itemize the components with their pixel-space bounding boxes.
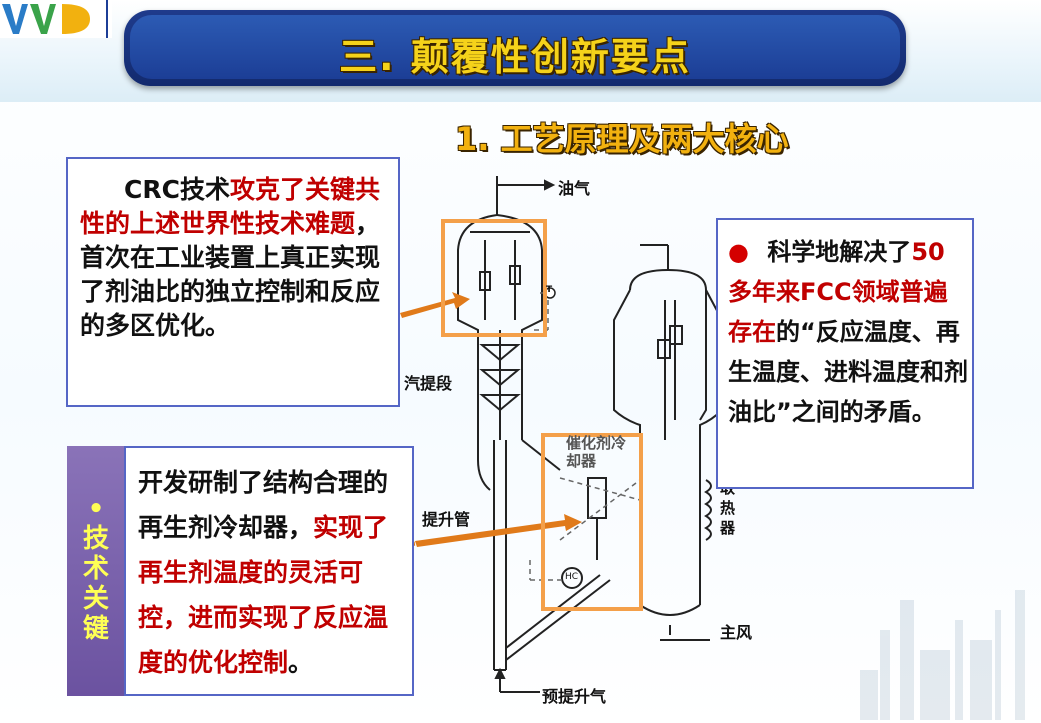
key-tech-label: •技术关键 [67, 446, 125, 696]
title-banner: 三. 颠覆性创新要点 [124, 10, 906, 86]
label-main-air: 主风 [720, 623, 753, 642]
crc-text-2: 攻克了关键共性的上述世界性技术难题 [80, 175, 380, 238]
label-riser: 提升管 [422, 510, 471, 529]
contradiction-text-1: 科学地解决了 [767, 238, 912, 266]
company-logo [0, 0, 112, 38]
key-text-2: 实现了再生剂温度的灵活可控，进而实现了反应温度的优化控制 [138, 513, 389, 677]
label-tc: T [546, 285, 553, 295]
label-stripper: 汽提段 [404, 374, 453, 393]
label-pre-lift-gas: 预提升气 [542, 687, 607, 706]
key-tech-box: 开发研制了结构合理的再生剂冷却器，实现了再生剂温度的灵活可控，进而实现了反应温度… [124, 446, 414, 696]
page-title: 三. 颠覆性创新要点 [339, 35, 691, 79]
label-oil-gas: 油气 [558, 179, 591, 198]
contradiction-text-3: 的“反应温度、再生温度、进料温度和剂油比”之间的矛盾。 [728, 318, 968, 426]
contradiction-box: ● 科学地解决了50多年来FCC领域普遍存在的“反应温度、再生温度、进料温度和剂… [716, 218, 974, 489]
label-hc: HC [565, 572, 579, 582]
bullet-icon: ● [728, 238, 749, 266]
contradiction-text-2: 50多年来FCC领域普遍存在 [728, 238, 948, 346]
label-catalyst-cooler: 催化剂冷却器 [566, 434, 627, 470]
section-subtitle: 1. 工艺原理及两大核心 [455, 120, 789, 158]
crc-text-3: ，首次在工业装置上真正实现了剂油比的独立控制和反应的多区优化。 [80, 209, 381, 340]
key-text-3: 。 [288, 648, 314, 677]
key-text-1: 开发研制了结构合理的再生剂冷却器， [138, 468, 389, 542]
crc-summary-box: CRC技术攻克了关键共性的上述世界性技术难题，首次在工业装置上真正实现了剂油比的… [66, 157, 400, 407]
cooler-highlight [541, 433, 643, 611]
reactor-highlight [441, 219, 547, 337]
crc-text-1: CRC技术 [124, 175, 230, 204]
